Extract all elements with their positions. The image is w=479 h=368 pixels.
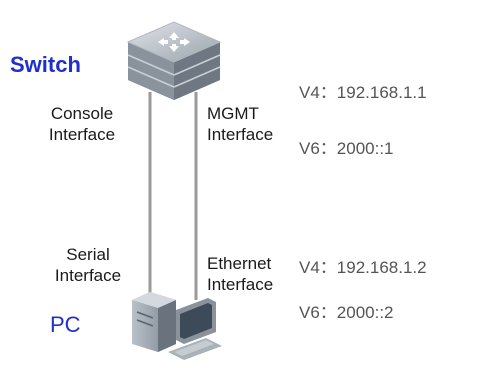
console-interface-line2: Interface: [48, 125, 116, 144]
ethernet-interface-line2: Interface: [207, 275, 274, 294]
mgmt-interface-label: MGMT Interface: [207, 103, 273, 145]
mgmt-interface-line2: Interface: [207, 125, 274, 144]
switch-label: Switch: [10, 52, 81, 77]
switch-icon: [126, 21, 222, 100]
ethernet-interface-line1: Ethernet: [207, 254, 272, 273]
switch-ipv6-address: V6：2000::1: [299, 139, 394, 158]
mgmt-interface-line1: MGMT: [207, 104, 259, 123]
serial-interface-label: Serial Interface: [38, 244, 138, 286]
console-interface-line1: Console: [50, 104, 114, 123]
serial-interface-line1: Serial: [66, 245, 110, 264]
serial-interface-line2: Interface: [54, 266, 122, 285]
pc-label: PC: [50, 312, 81, 337]
ethernet-interface-label: Ethernet Interface: [207, 253, 273, 295]
pc-ipv4-address: V4：192.168.1.2: [299, 258, 427, 277]
pc-icon: [132, 292, 222, 360]
switch-ipv4-address: V4：192.168.1.1: [299, 83, 427, 102]
console-interface-label: Console Interface: [30, 103, 134, 145]
pc-ipv6-address: V6：2000::2: [299, 303, 394, 322]
